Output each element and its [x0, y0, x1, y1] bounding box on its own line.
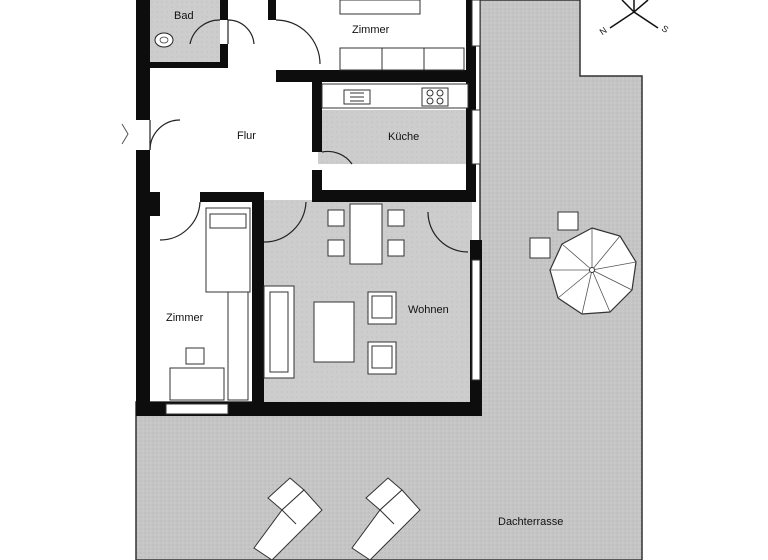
room-label-flur: Flur [237, 130, 256, 142]
windows [165, 0, 481, 415]
sideboard-top [339, 0, 465, 71]
living-furniture [263, 285, 397, 379]
lounger-right [351, 477, 421, 560]
bedroom-furniture [169, 207, 251, 401]
room-label-zimmer-top: Zimmer [352, 24, 390, 36]
umbrella-icon [529, 211, 637, 315]
room-label-dachterrasse: Dachterrasse [498, 516, 564, 528]
room-label-kueche: Küche [388, 131, 420, 143]
dining-table [327, 203, 405, 265]
room-label-zimmer-left: Zimmer [166, 312, 204, 324]
lounger-left [253, 477, 323, 560]
kitchen-counter [321, 83, 469, 109]
toilet-icon [154, 32, 174, 48]
room-label-bad: Bad [174, 10, 194, 22]
room-label-wohnen: Wohnen [408, 304, 449, 316]
compass-icon [609, 0, 659, 29]
kueche-floor [318, 110, 470, 164]
door-swings [149, 19, 469, 253]
entrance-marker [121, 123, 129, 145]
